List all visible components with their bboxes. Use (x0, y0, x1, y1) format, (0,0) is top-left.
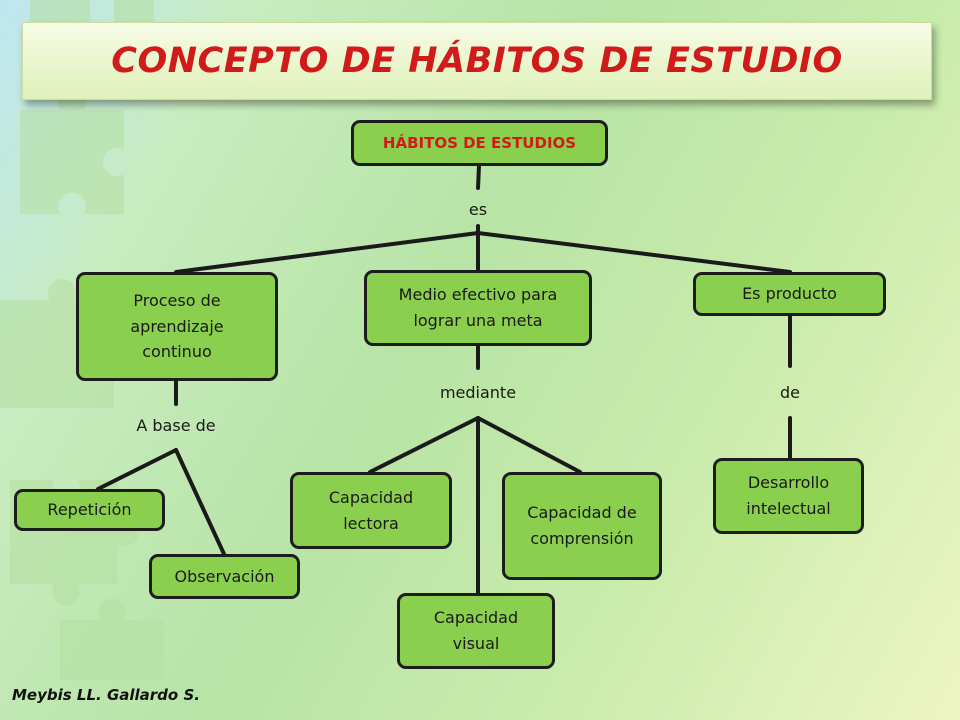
concept-desarrollo-intelectual: Desarrollo intelectual (713, 458, 864, 534)
concept-medio-efectivo: Medio efectivo para lograr una meta (364, 270, 592, 346)
title-banner: CONCEPTO DE HÁBITOS DE ESTUDIO (22, 22, 932, 100)
link-label-mediante: mediante (439, 383, 517, 402)
connector-abase-to-repeticion (96, 448, 178, 491)
connector-hub-to-proceso (174, 231, 480, 274)
connector-abase-to-observacion (174, 448, 226, 556)
connector-root-to-es (476, 164, 481, 190)
author-credit: Meybis LL. Gallardo S. (12, 686, 200, 704)
concept-capacidad-visual: Capacidad visual (397, 593, 555, 669)
concept-proceso-aprendizaje: Proceso de aprendizaje continuo (76, 272, 278, 381)
link-label-de: de (780, 383, 800, 402)
concept-es-producto: Es producto (693, 272, 886, 316)
connector-mediante-to-lectora (368, 416, 480, 474)
root-concept-habitos: HÁBITOS DE ESTUDIOS (351, 120, 608, 166)
concept-capacidad-comprension: Capacidad de comprensión (502, 472, 662, 580)
connector-mediante-to-comprension (476, 416, 582, 474)
concept-repeticion: Repetición (14, 489, 165, 531)
link-label-es: es (468, 200, 488, 219)
connector-hub-to-producto (476, 231, 792, 274)
slide-title: CONCEPTO DE HÁBITOS DE ESTUDIO (111, 41, 843, 81)
concept-capacidad-lectora: Capacidad lectora (290, 472, 452, 549)
concept-observacion: Observación (149, 554, 300, 599)
link-label-a-base-de: A base de (136, 416, 216, 435)
